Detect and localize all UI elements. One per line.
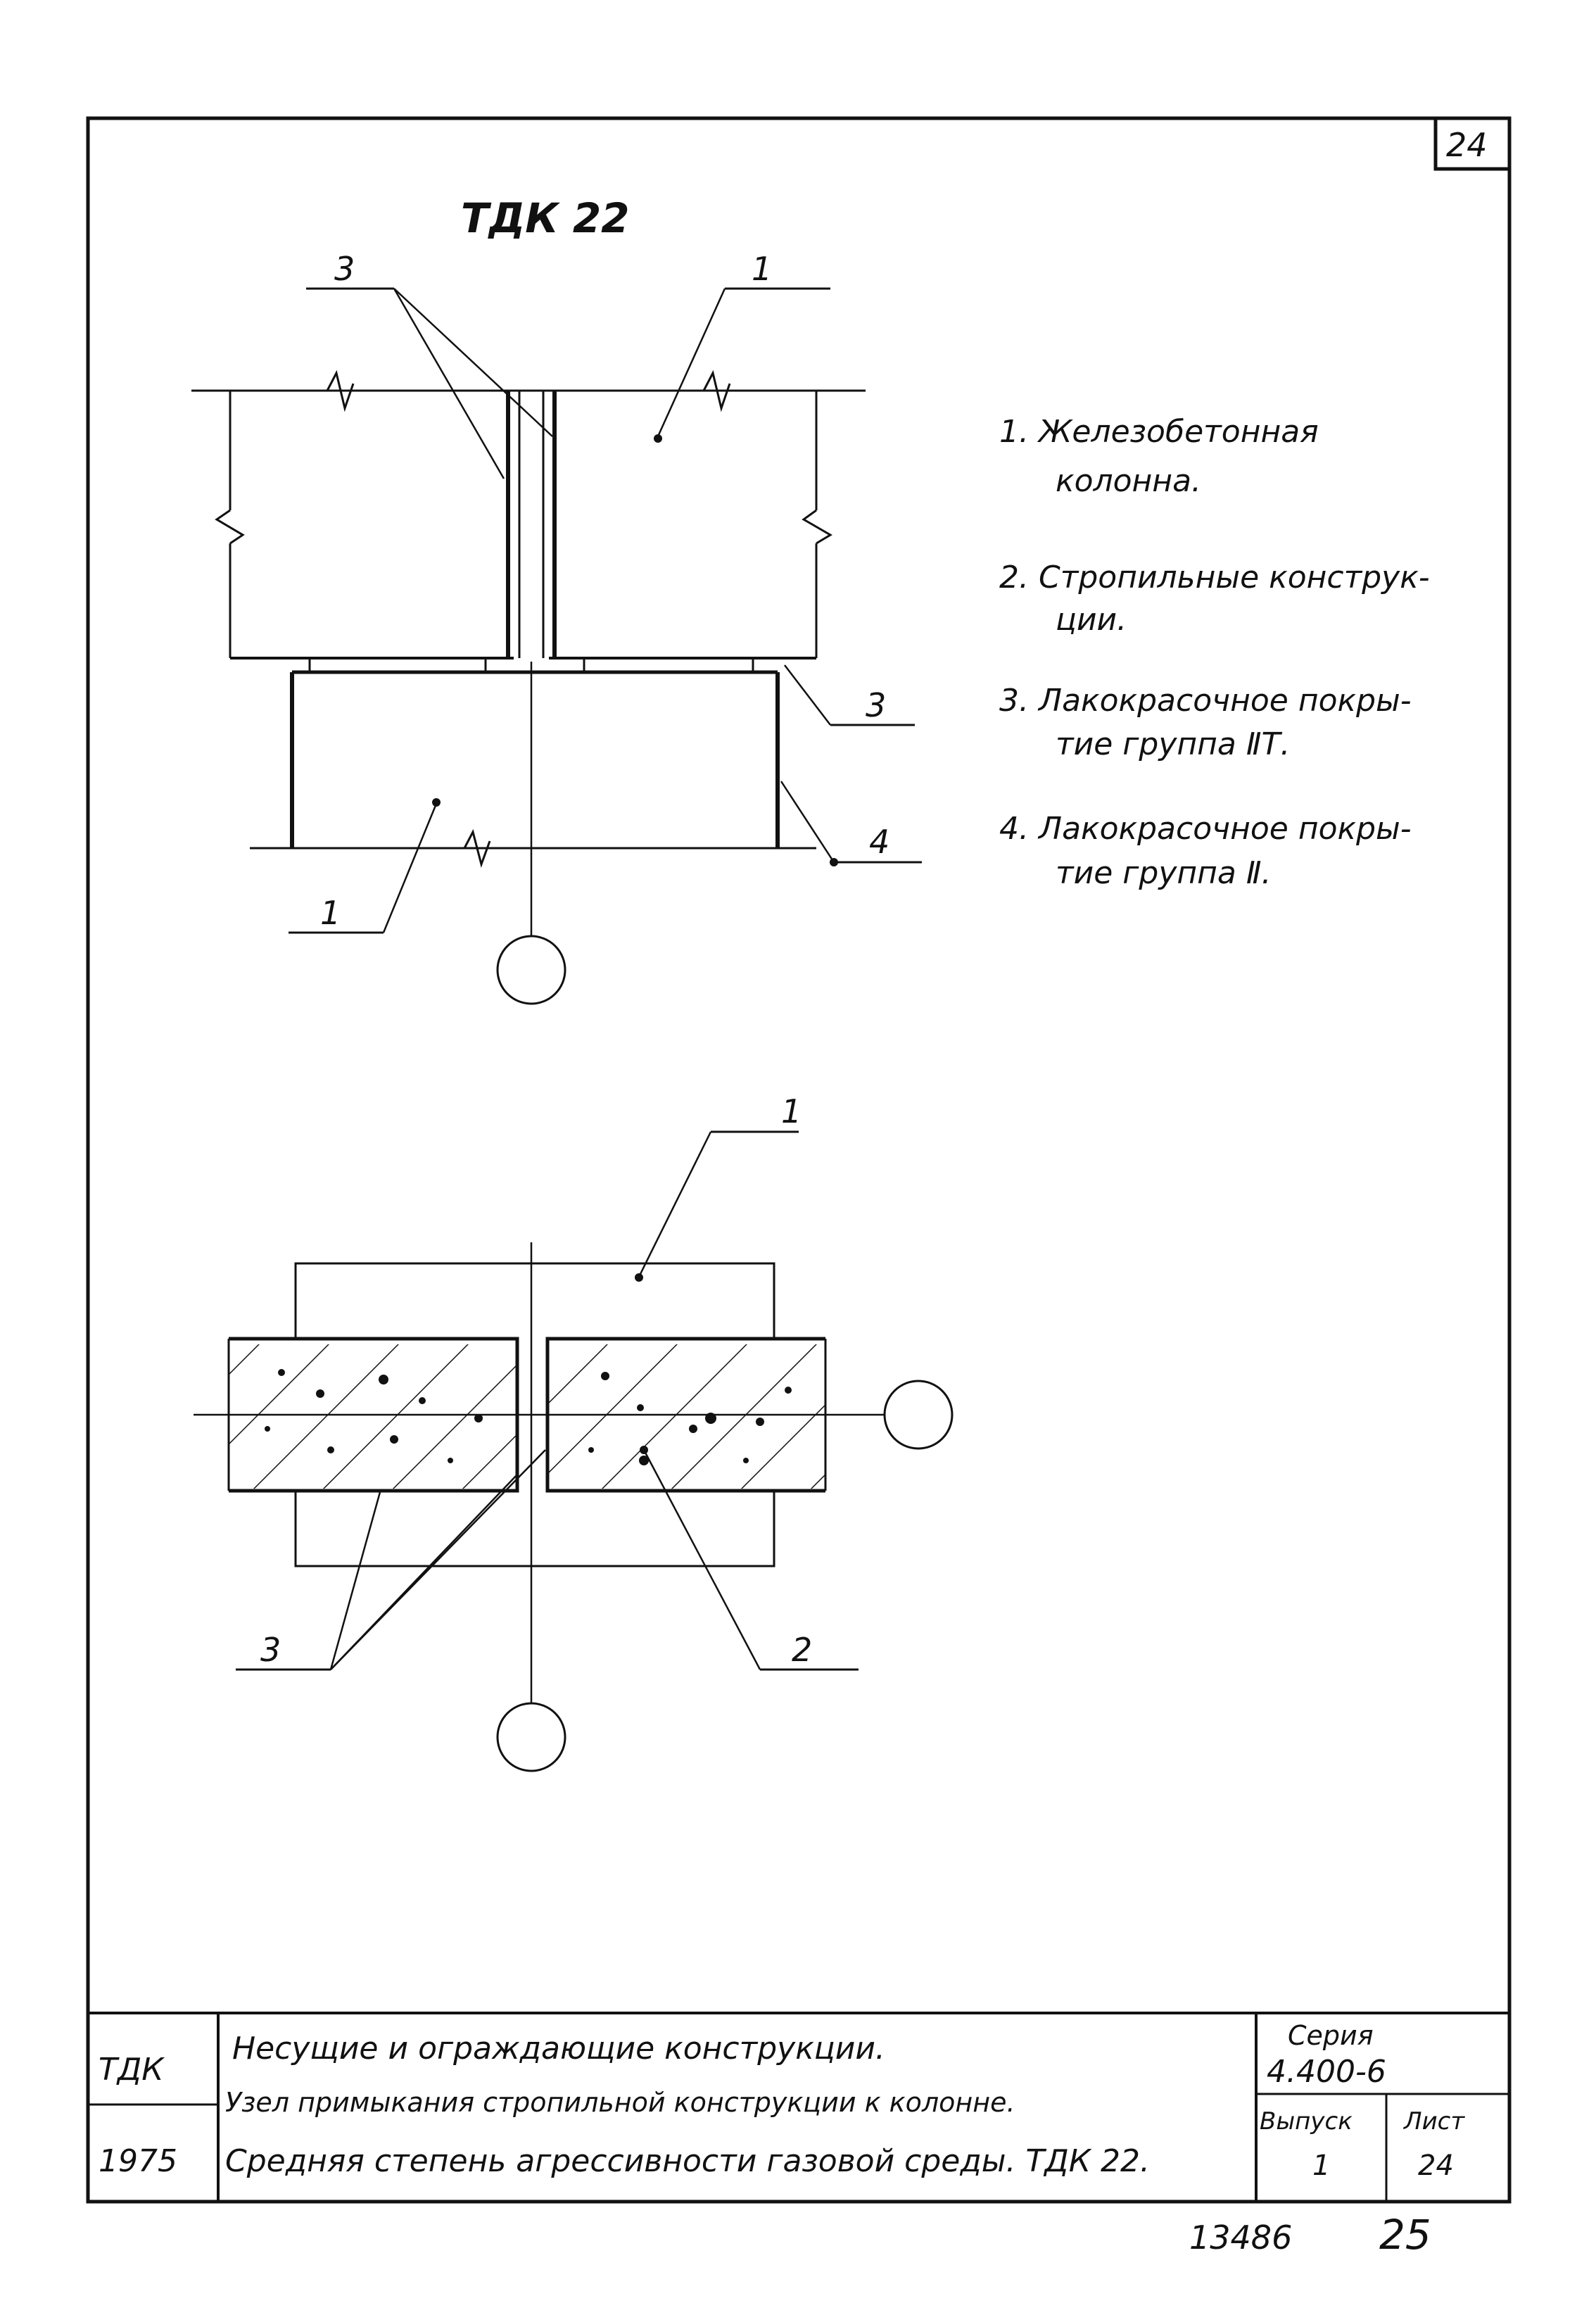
callout-label: 3 (334, 250, 355, 288)
legend-item-1-line-2: колонна. (1056, 463, 1201, 499)
callout-label: 1 (781, 1092, 802, 1130)
legend-item-2-line-1: 2. Стропильные конструк- (999, 560, 1430, 595)
issue-label: Выпуск (1260, 2107, 1353, 2135)
callout-label: 4 (869, 823, 889, 861)
sheet-value: 24 (1418, 2150, 1454, 2182)
title-block-line-3: Средняя степень агрессивности газовой ср… (225, 2143, 1150, 2179)
legend-item-3-line-1: 3. Лакокрасочное покры- (999, 683, 1412, 719)
legend-item-3-line-2: тие группа ⅡТ. (1056, 726, 1290, 762)
legend: 1. Железобетонная колонна. 2. Стропильны… (999, 414, 1430, 891)
sheet-corner-number: 24 (1446, 126, 1488, 164)
rafter-section-right (547, 1344, 825, 1489)
title-block-year: 1975 (99, 2143, 177, 2179)
issue-value: 1 (1312, 2150, 1330, 2182)
sheet-number-box (1433, 118, 1509, 171)
legend-item-1-line-1: 1. Железобетонная (999, 414, 1319, 450)
legend-item-4-line-1: 4. Лакокрасочное покры- (999, 811, 1412, 847)
footer-inventory-number: 13486 (1189, 2219, 1292, 2257)
title-block-line-1: Несущие и ограждающие конструкции. (232, 2031, 885, 2067)
callout-label: 3 (866, 686, 886, 724)
callout-label: 2 (792, 1631, 812, 1669)
axis-marker-circle (496, 935, 566, 1005)
axis-marker-circle (883, 1380, 954, 1450)
callout-label: 3 (260, 1631, 281, 1669)
rafter-section-left (229, 1344, 517, 1489)
axis-marker-circle (496, 1702, 566, 1772)
series-label: Серия (1288, 2020, 1374, 2051)
legend-item-4-line-2: тие группа Ⅱ. (1056, 855, 1272, 891)
section-view: 3 1 3 4 1 (191, 250, 922, 1005)
plan-view: 1 3 2 (194, 1092, 954, 1772)
drawing-title: ТДК 22 (461, 194, 630, 242)
series-value: 4.400-6 (1267, 2054, 1386, 2090)
title-block: ТДК 1975 Несущие и ограждающие конструкц… (88, 2012, 1509, 2202)
title-block-line-2: Узел примыкания стропильной конструкции … (225, 2087, 1015, 2118)
callout-label: 1 (320, 894, 341, 932)
sheet-label: Лист (1402, 2107, 1465, 2135)
callout-label: 1 (752, 250, 772, 288)
legend-item-2-line-2: ции. (1056, 602, 1127, 638)
title-block-code: ТДК (99, 2052, 165, 2088)
sheet-frame (86, 116, 1512, 2204)
footer-page-number: 25 (1379, 2211, 1431, 2259)
